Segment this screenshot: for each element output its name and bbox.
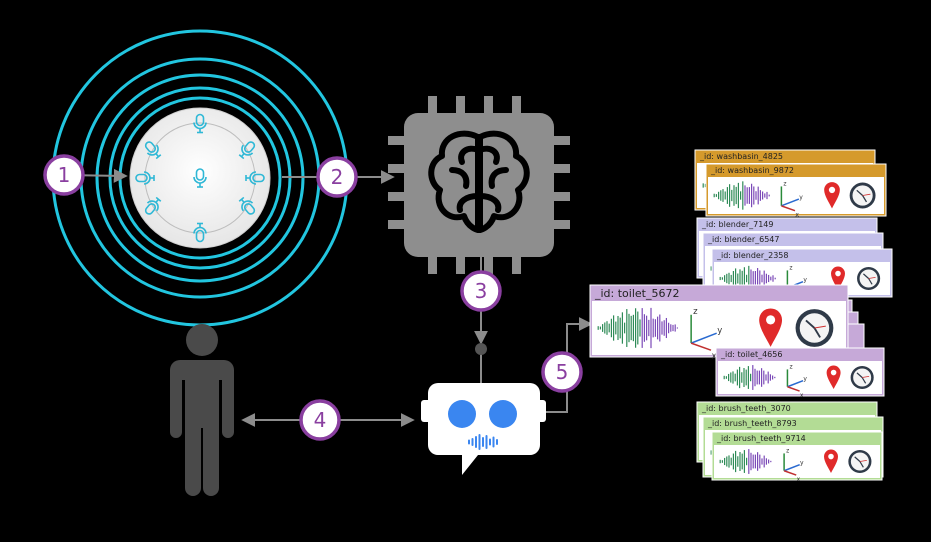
memory-card-id: _id: blender_6547 bbox=[707, 235, 779, 244]
microphone-icon bbox=[144, 141, 162, 160]
waveform-icon bbox=[719, 449, 772, 474]
memory-cards: _id: washbasin_4825zyx_id: washbasin_987… bbox=[589, 149, 893, 483]
brain-icon bbox=[428, 130, 530, 233]
axis-label-z: z bbox=[783, 180, 786, 187]
waveform-icon bbox=[713, 181, 770, 210]
memory-card-id: _id: toilet_5672 bbox=[594, 287, 679, 300]
axis-label-z: z bbox=[786, 447, 789, 454]
robot-head bbox=[428, 383, 540, 475]
robot-eye-left bbox=[448, 400, 476, 428]
mic-array-inner-ring bbox=[144, 122, 256, 234]
robot-assistant-icon bbox=[421, 383, 546, 475]
memory-card-id: _id: brush_teeth_8793 bbox=[707, 419, 797, 428]
microphone-icon bbox=[135, 171, 155, 185]
memory-card-id: _id: washbasin_9872 bbox=[710, 166, 794, 175]
location-pin-icon bbox=[824, 182, 840, 209]
microphone-icon bbox=[245, 171, 265, 185]
axes-icon: z y x bbox=[690, 307, 722, 362]
axis-label-y: y bbox=[803, 376, 807, 383]
person-icon bbox=[170, 324, 234, 496]
waveform-icon bbox=[597, 307, 679, 349]
robot-voice-wave bbox=[468, 434, 498, 450]
memory-card-id: _id: brush_teeth_3070 bbox=[701, 404, 791, 413]
axis-label-z: z bbox=[693, 307, 698, 317]
axis-label-x: x bbox=[797, 476, 801, 483]
clock-icon bbox=[848, 449, 872, 474]
step-marker: 2 bbox=[316, 156, 358, 198]
step-markers: 1 2 3 4 5 bbox=[43, 154, 583, 441]
location-pin-icon bbox=[824, 449, 838, 474]
axes-icon: z y x bbox=[783, 447, 804, 483]
step-marker: 4 bbox=[299, 399, 341, 441]
microphone-icon bbox=[238, 141, 256, 160]
connector-node bbox=[475, 343, 487, 355]
clock-icon bbox=[850, 365, 874, 390]
microphone-icon bbox=[193, 113, 207, 134]
axis-label-x: x bbox=[800, 392, 804, 399]
axes-icon: z y x bbox=[780, 180, 803, 219]
microphone-icon bbox=[144, 196, 162, 215]
step-number: 4 bbox=[314, 408, 327, 432]
memory-card-id: _id: brush_teeth_9714 bbox=[716, 434, 806, 443]
location-pin-icon bbox=[831, 266, 845, 291]
step-number: 1 bbox=[58, 163, 71, 187]
axis-label-z: z bbox=[789, 264, 792, 271]
step-number: 2 bbox=[331, 165, 344, 189]
axis-label-x: x bbox=[712, 352, 717, 362]
step-marker: 5 bbox=[541, 351, 583, 393]
step-marker: 1 bbox=[43, 154, 85, 196]
waveform-icon bbox=[719, 265, 776, 292]
axis-label-y: y bbox=[800, 460, 804, 467]
mic-array-disc bbox=[129, 107, 271, 249]
axis-label-y: y bbox=[803, 277, 807, 284]
clock-icon bbox=[795, 309, 834, 347]
location-pin-icon bbox=[759, 308, 783, 347]
axis-label-x: x bbox=[795, 212, 799, 219]
robot-eye-right bbox=[489, 400, 517, 428]
step-marker: 3 bbox=[460, 270, 502, 312]
memory-card-id: _id: blender_7149 bbox=[701, 220, 773, 229]
axis-label-y: y bbox=[799, 194, 803, 201]
microphone-icon bbox=[193, 222, 207, 243]
microphone-icon bbox=[193, 168, 207, 188]
clock-icon bbox=[849, 182, 876, 209]
location-pin-icon bbox=[826, 365, 841, 390]
brain-chip-icon bbox=[388, 96, 570, 274]
clock-icon bbox=[857, 266, 881, 291]
microphone-icon bbox=[238, 196, 256, 215]
step-number: 3 bbox=[475, 279, 488, 303]
memory-card-id: _id: blender_2358 bbox=[716, 251, 788, 260]
axes-icon: z y x bbox=[786, 363, 807, 399]
axis-label-z: z bbox=[789, 363, 792, 370]
step-number: 5 bbox=[556, 360, 569, 384]
axis-label-y: y bbox=[717, 326, 722, 336]
waveform-icon bbox=[723, 365, 776, 390]
memory-card-id: _id: toilet_4656 bbox=[720, 350, 782, 359]
memory-card-id: _id: washbasin_4825 bbox=[699, 152, 783, 161]
